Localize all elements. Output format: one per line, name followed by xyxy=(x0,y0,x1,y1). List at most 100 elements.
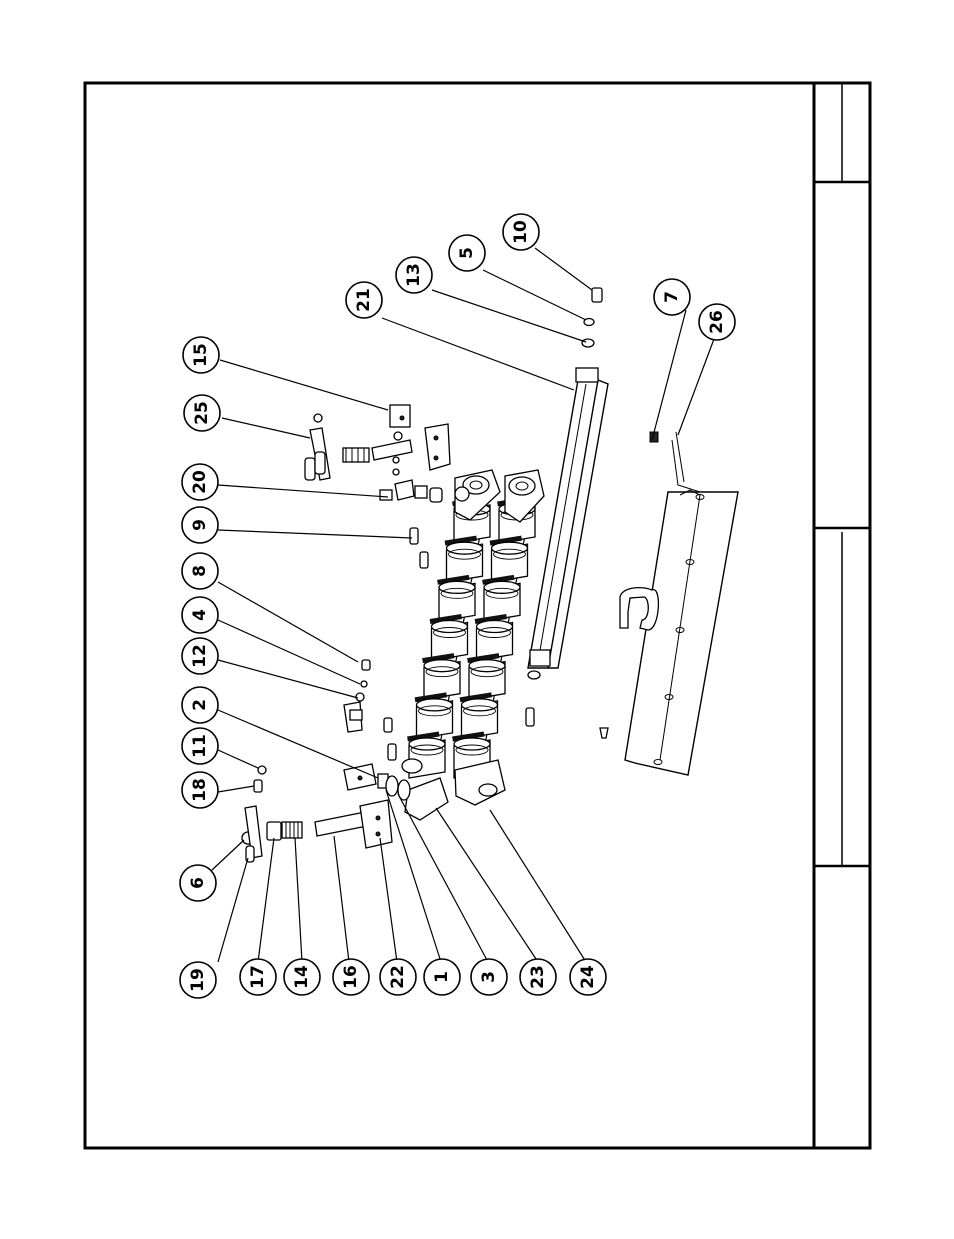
callout-label: 26 xyxy=(707,310,727,334)
callout-8: 8 xyxy=(181,552,219,590)
upper-hardware-cluster xyxy=(304,404,470,569)
callout-label: 9 xyxy=(190,519,210,531)
callout-label: 24 xyxy=(578,965,598,989)
middle-hardware-cluster xyxy=(343,659,411,801)
callout-label: 7 xyxy=(662,291,682,303)
callout-19: 19 xyxy=(179,961,217,999)
callout-10: 10 xyxy=(502,213,540,251)
callout-label: 5 xyxy=(457,247,477,259)
callout-label: 8 xyxy=(190,565,210,577)
callout-2: 2 xyxy=(181,686,219,724)
callout-circle xyxy=(181,727,219,765)
callout-25: 25 xyxy=(183,394,221,432)
callout-label: 11 xyxy=(190,734,210,758)
roller-shaft-rear xyxy=(452,496,536,779)
callout-18: 18 xyxy=(181,771,219,809)
callout-24: 24 xyxy=(569,958,607,996)
callout-17: 17 xyxy=(239,958,277,996)
callout-label: 20 xyxy=(190,470,210,494)
callout-label: 18 xyxy=(190,778,210,802)
roller xyxy=(459,692,499,740)
callout-circle xyxy=(502,213,540,251)
callout-16: 16 xyxy=(332,958,370,996)
callout-label: 25 xyxy=(192,401,212,425)
callout-22: 22 xyxy=(379,958,417,996)
callout-label: 19 xyxy=(188,968,208,992)
callout-circle xyxy=(182,336,220,374)
callout-circle xyxy=(283,958,321,996)
callout-circle xyxy=(183,394,221,432)
callout-circle xyxy=(470,958,508,996)
callout-7: 7 xyxy=(653,278,691,316)
callout-label: 14 xyxy=(292,965,312,989)
callout-circle xyxy=(332,958,370,996)
callout-5: 5 xyxy=(448,234,486,272)
callout-circle xyxy=(653,278,691,316)
callout-label: 1 xyxy=(432,971,452,983)
callout-26: 26 xyxy=(698,303,736,341)
callout-label: 12 xyxy=(190,644,210,668)
callout-circle xyxy=(181,506,219,544)
callout-circle xyxy=(181,771,219,809)
callout-circle xyxy=(181,686,219,724)
callout-circle xyxy=(181,463,219,501)
callout-circle xyxy=(181,637,219,675)
callout-13: 13 xyxy=(395,256,433,294)
callout-4: 4 xyxy=(181,596,219,634)
callout-1: 1 xyxy=(423,958,461,996)
sheet-border xyxy=(83,81,872,1150)
callout-circle xyxy=(379,958,417,996)
roller xyxy=(422,653,461,701)
callout-12: 12 xyxy=(181,637,219,675)
leader-lines xyxy=(211,247,715,963)
callout-9: 9 xyxy=(181,506,219,544)
lower-hardware-cluster xyxy=(241,765,393,863)
callout-6: 6 xyxy=(179,864,217,902)
callout-label: 21 xyxy=(354,288,374,312)
roller xyxy=(489,535,529,583)
callout-circle xyxy=(181,596,219,634)
callout-circle xyxy=(239,958,277,996)
callout-label: 22 xyxy=(388,965,408,989)
callout-circle xyxy=(569,958,607,996)
roller xyxy=(429,614,469,662)
title-block xyxy=(814,83,870,868)
callout-label: 4 xyxy=(190,609,210,621)
callout-label: 17 xyxy=(248,965,268,989)
callout-21: 21 xyxy=(345,281,383,319)
callout-23: 23 xyxy=(519,958,557,996)
callout-circle xyxy=(181,552,219,590)
roller xyxy=(482,574,521,623)
callout-circle xyxy=(423,958,461,996)
callout-label: 6 xyxy=(188,877,208,889)
callout-circle xyxy=(519,958,557,996)
roller xyxy=(467,653,506,701)
callout-15: 15 xyxy=(182,336,220,374)
cover-panel xyxy=(619,431,739,776)
callout-label: 23 xyxy=(528,965,548,989)
callout-20: 20 xyxy=(181,463,219,501)
roller xyxy=(444,535,484,583)
callout-label: 16 xyxy=(341,965,361,989)
callout-14: 14 xyxy=(283,958,321,996)
callout-circle xyxy=(698,303,736,341)
callout-circle xyxy=(179,961,217,999)
callout-label: 3 xyxy=(479,971,499,983)
end-brackets xyxy=(401,469,545,821)
callout-circle xyxy=(345,281,383,319)
roller xyxy=(474,614,514,662)
callout-circle xyxy=(179,864,217,902)
guide-rail xyxy=(525,287,659,739)
callout-label: 10 xyxy=(511,220,531,244)
callout-circle xyxy=(448,234,486,272)
callout-circle xyxy=(395,256,433,294)
callout-label: 2 xyxy=(190,699,210,711)
callout-label: 13 xyxy=(404,263,424,287)
callout-11: 11 xyxy=(181,727,219,765)
callout-label: 15 xyxy=(191,343,211,367)
callout-3: 3 xyxy=(470,958,508,996)
roller xyxy=(437,574,476,623)
